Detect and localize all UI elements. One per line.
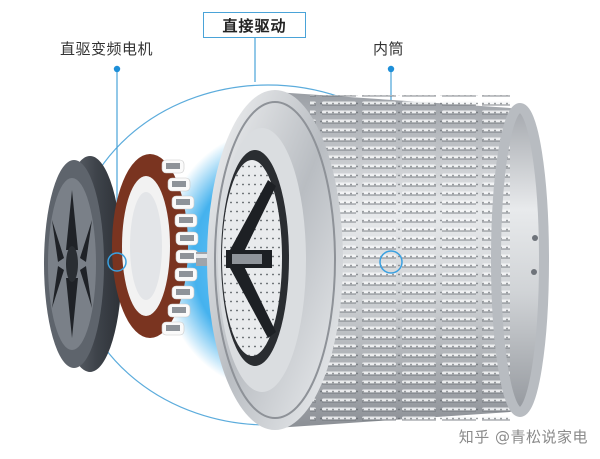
stator-coils: [112, 154, 199, 338]
title-box: 直接驱动: [203, 12, 306, 38]
callout-label-drum: 内筒: [373, 40, 405, 58]
inner-drum: [207, 90, 549, 430]
callout-dot-drum: [387, 65, 395, 73]
callout-label-motor: 直驱变频电机: [60, 40, 154, 58]
page-title: 直接驱动: [222, 16, 287, 35]
watermark: 知乎 @青松说家电: [458, 428, 588, 446]
rotor-cover: [44, 156, 122, 372]
callout-dot-motor: [113, 65, 121, 73]
highlight-ring-motor: [107, 252, 127, 272]
highlight-ring-drum: [379, 250, 403, 274]
